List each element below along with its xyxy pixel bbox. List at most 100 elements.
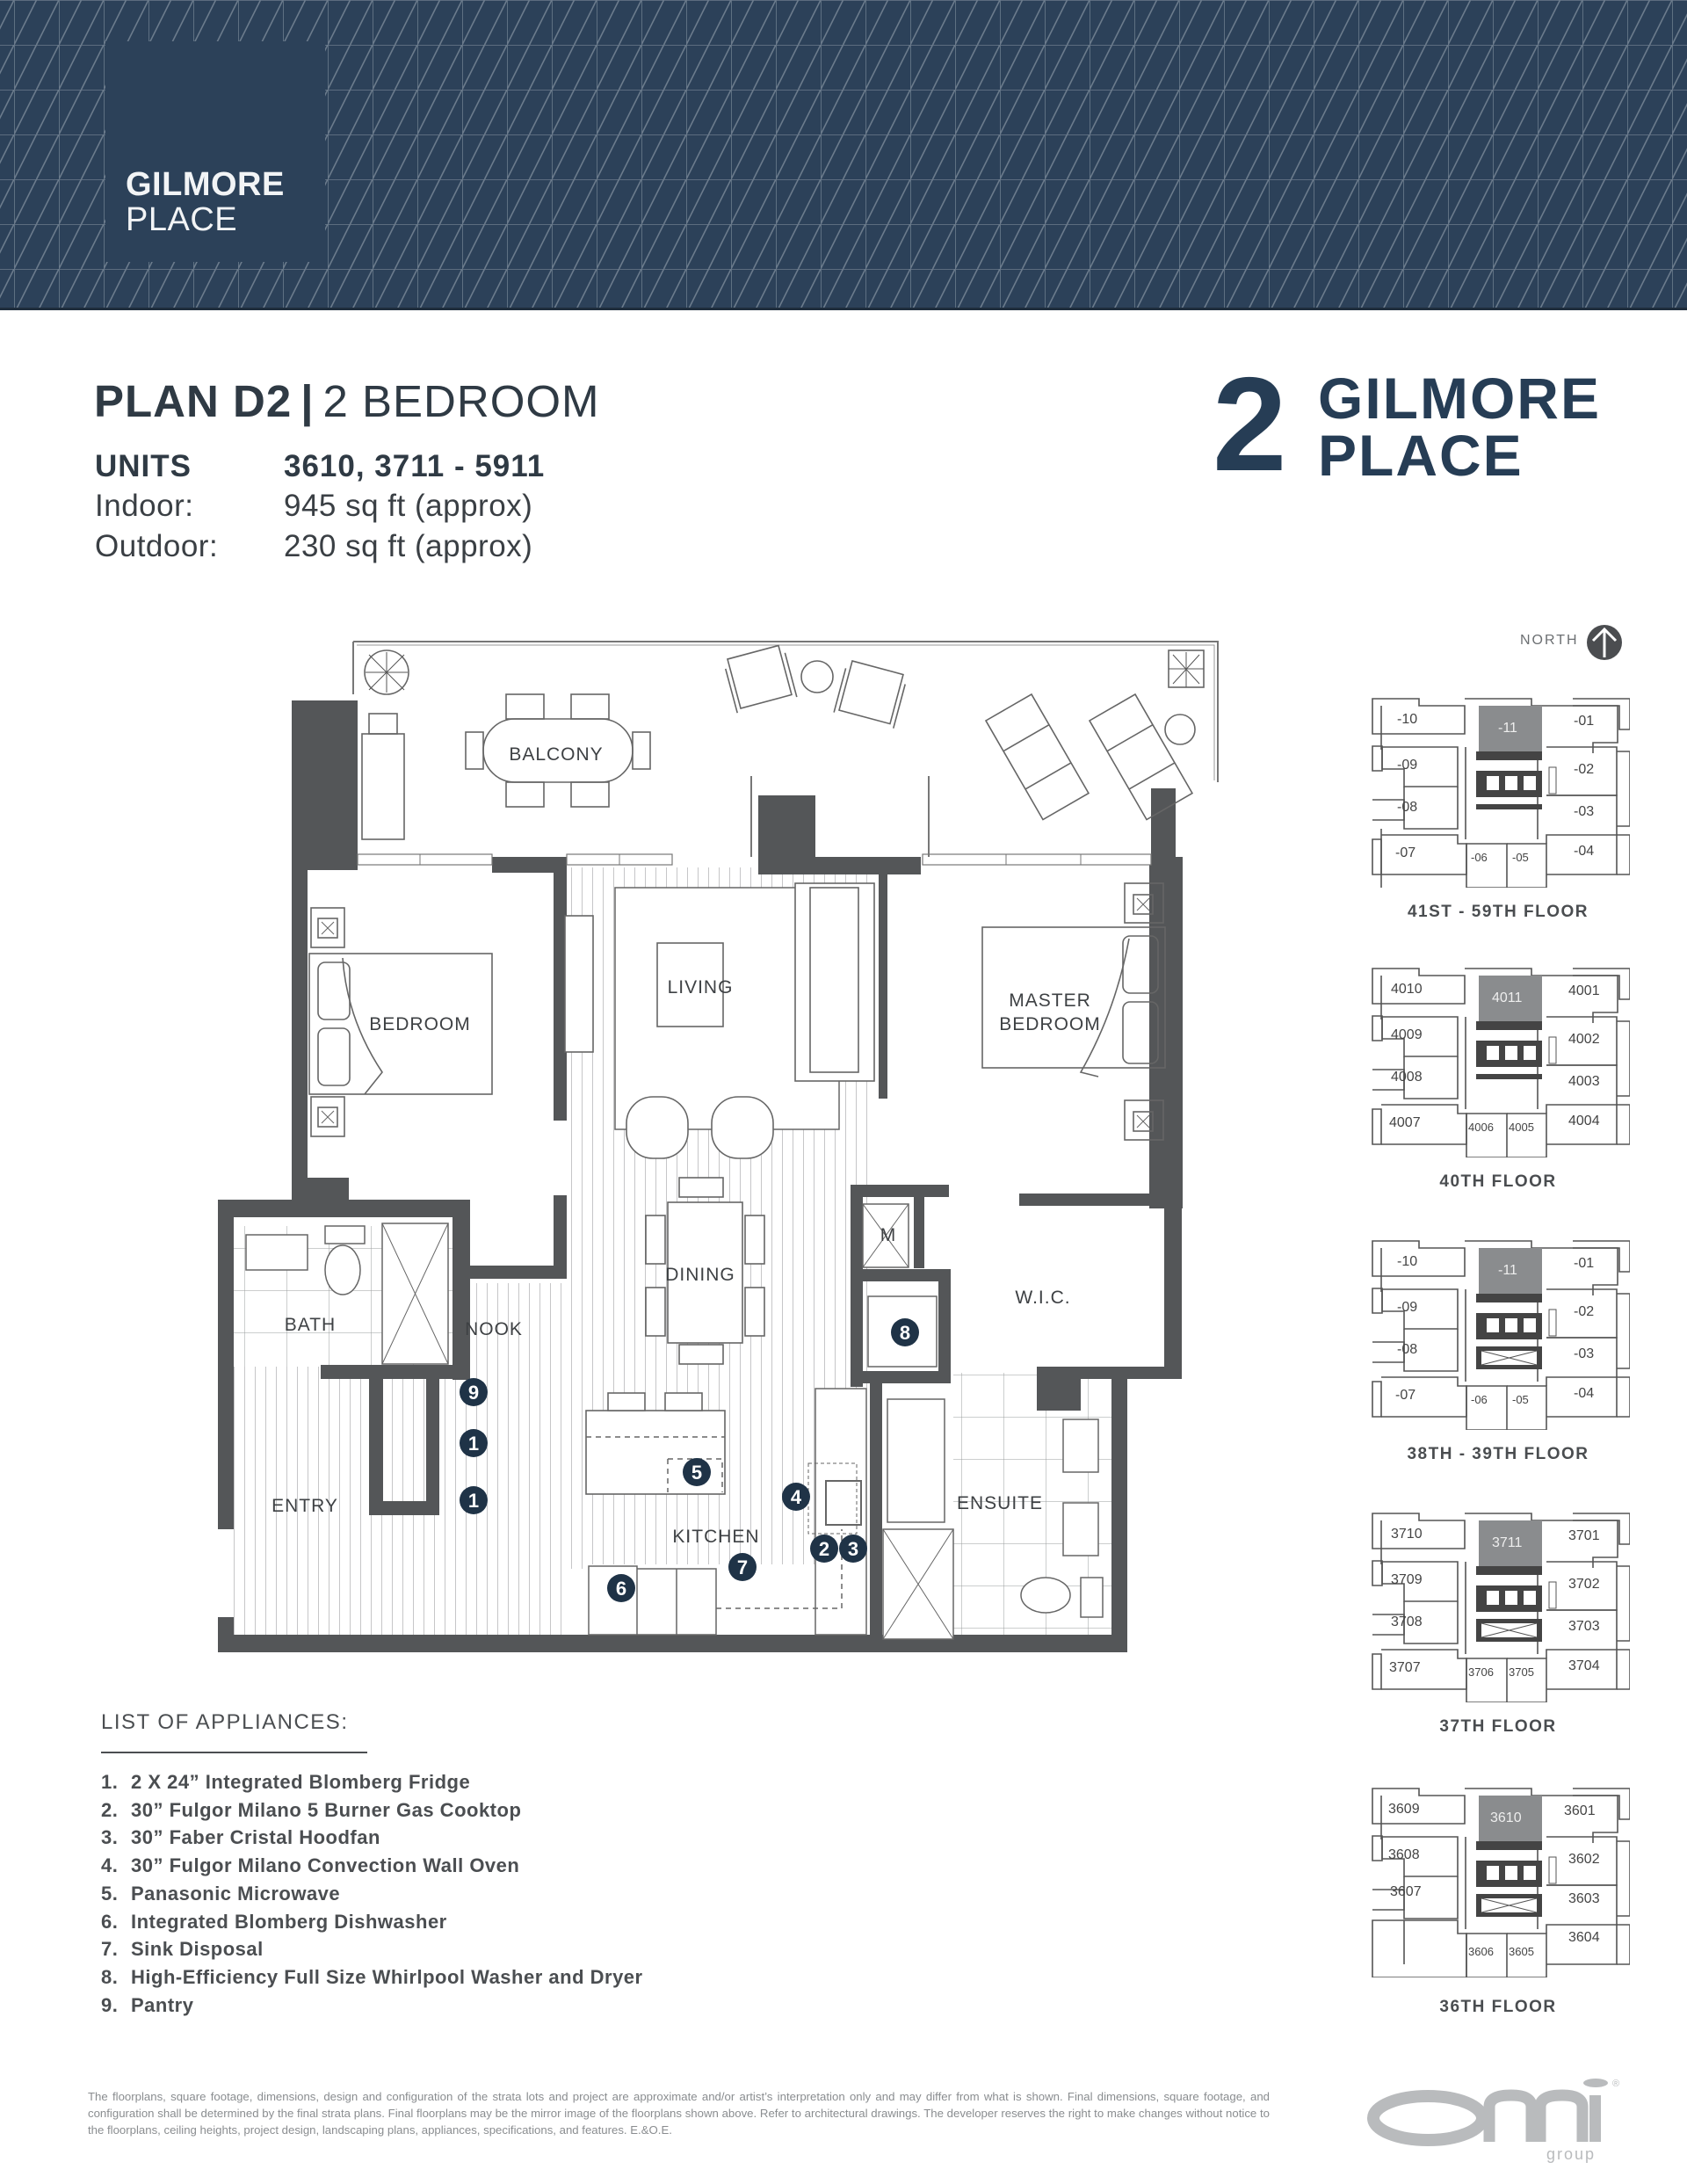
appliance-item: 3.30” Faber Cristal Hoodfan	[101, 1826, 380, 1849]
keyplate-diagram: 3609 3610 3601 3608 3602 3607 3603 3606 …	[1372, 1788, 1630, 1977]
appliance-item: 9.Pantry	[101, 1993, 194, 2016]
appliance-badge-6: 6	[607, 1574, 635, 1602]
keyplate-diagram: 3710 3711 3701 3709 3702 3708 3703 3707 …	[1372, 1513, 1630, 1702]
header-banner: GILMORE PLACE	[0, 0, 1687, 309]
project-logo-line2: PLACE	[1318, 423, 1524, 488]
appliance-badge-9: 9	[460, 1378, 488, 1406]
unit-label: 4006	[1468, 1121, 1494, 1134]
unit-label: 3707	[1389, 1660, 1421, 1675]
key-plate-38-39: -10 -11 -01 -09 -02 -08 -03 -07 -06 -05 …	[1366, 1232, 1630, 1463]
unit-label: 3606	[1468, 1945, 1494, 1958]
unit-label: -06	[1471, 1393, 1488, 1406]
svg-text:4: 4	[791, 1486, 802, 1508]
unit-label: 3602	[1568, 1852, 1600, 1867]
key-plate-36: 3609 3610 3601 3608 3602 3607 3603 3606 …	[1366, 1780, 1630, 2016]
unit-label-highlighted: -11	[1498, 1263, 1517, 1278]
unit-label: 3607	[1390, 1884, 1422, 1899]
unit-label: -07	[1395, 845, 1415, 860]
unit-label: 4009	[1391, 1027, 1423, 1042]
key-plate-40: 4010 4011 4001 4009 4002 4008 4003 4007 …	[1366, 960, 1630, 1191]
unit-label: 3709	[1391, 1572, 1423, 1587]
svg-text:8: 8	[900, 1322, 910, 1344]
registered-mark: ®	[1612, 2079, 1619, 2089]
indoor-area-row: Indoor:945 sq ft (approx)	[95, 487, 532, 526]
appliances-list: 1.2 X 24” Integrated Blomberg Fridge 2.3…	[101, 1768, 643, 2019]
room-label-master-line2: BEDROOM	[999, 1014, 1101, 1034]
room-label-wic: W.I.C.	[1015, 1288, 1070, 1308]
keyplate-diagram: 4010 4011 4001 4009 4002 4008 4003 4007 …	[1372, 968, 1630, 1157]
plan-title: PLAN D2|2 BEDROOM	[94, 375, 600, 428]
legal-disclaimer: The floorplans, square footage, dimensio…	[88, 2090, 1270, 2137]
svg-text:1: 1	[468, 1490, 479, 1512]
key-plate-37: 3710 3711 3701 3709 3702 3708 3703 3707 …	[1366, 1505, 1630, 1736]
appliance-item: 2.30” Fulgor Milano 5 Burner Gas Cooktop	[101, 1798, 522, 1821]
unit-label: 3605	[1509, 1945, 1534, 1958]
plan-type: 2 BEDROOM	[322, 376, 600, 426]
unit-label: -02	[1574, 1304, 1594, 1319]
unit-label-highlighted: 4011	[1492, 990, 1523, 1005]
room-label-ensuite: ENSUITE	[957, 1493, 1043, 1513]
appliances-heading: LIST OF APPLIANCES:	[101, 1710, 349, 1734]
unit-label: -08	[1397, 1342, 1417, 1357]
appliance-item: 6.Integrated Blomberg Dishwasher	[101, 1910, 447, 1933]
keyplate-diagram: -10 -11 -01 -09 -02 -08 -03 -07 -06 -05 …	[1372, 1240, 1630, 1430]
unit-label: -09	[1397, 1300, 1417, 1315]
appliance-badge-4: 4	[782, 1483, 810, 1511]
unit-label: 3601	[1564, 1803, 1596, 1818]
unit-label: 3706	[1468, 1665, 1494, 1679]
unit-label: 4005	[1509, 1121, 1534, 1134]
outdoor-label: Outdoor:	[95, 529, 219, 563]
room-label-bedroom: BEDROOM	[369, 1014, 471, 1034]
unit-label: -05	[1512, 851, 1529, 864]
appliance-badge-7: 7	[728, 1553, 757, 1581]
svg-text:7: 7	[737, 1556, 748, 1578]
unit-label: 4008	[1391, 1070, 1423, 1085]
appliance-badge-5: 5	[683, 1458, 711, 1486]
appliance-badge-2: 2	[810, 1535, 838, 1563]
unit-label: 4001	[1568, 983, 1600, 998]
plan-title-separator: |	[300, 376, 315, 426]
unit-label: -01	[1574, 1256, 1594, 1271]
appliance-item: 8.High-Efficiency Full Size Whirlpool Wa…	[101, 1965, 643, 1988]
unit-label: 3708	[1391, 1614, 1423, 1629]
room-label-dining: DINING	[665, 1265, 735, 1285]
key-plate-floor-label: 40TH FLOOR	[1439, 1172, 1557, 1191]
project-logo-number: 2	[1213, 350, 1287, 499]
outdoor-area-row: Outdoor:230 sq ft (approx)	[95, 527, 532, 566]
unit-label: 3609	[1388, 1802, 1420, 1817]
unit-label: -04	[1574, 844, 1594, 859]
svg-text:6: 6	[616, 1578, 626, 1600]
room-label-mechanical: M	[880, 1225, 897, 1245]
indoor-value: 945 sq ft (approx)	[284, 489, 533, 523]
key-plate-floor-label: 41ST - 59TH FLOOR	[1407, 903, 1589, 921]
unit-label: -03	[1574, 1346, 1594, 1361]
unit-label: 3703	[1568, 1619, 1600, 1634]
project-logo-line1: GILMORE	[1318, 366, 1601, 431]
unit-label: 4002	[1568, 1032, 1600, 1047]
appliance-item: 4.30” Fulgor Milano Convection Wall Oven	[101, 1854, 520, 1877]
plan-name: PLAN D2	[94, 376, 293, 426]
unit-label: -04	[1574, 1386, 1594, 1401]
brand-logo-box	[105, 41, 325, 262]
svg-text:5: 5	[691, 1462, 702, 1484]
unit-label: -09	[1397, 758, 1417, 773]
unit-label: 4010	[1391, 982, 1423, 997]
appliance-badge-1a: 1	[460, 1429, 488, 1457]
svg-text:9: 9	[468, 1382, 479, 1404]
unit-label: 3701	[1568, 1528, 1600, 1543]
appliance-badge-8: 8	[891, 1318, 919, 1346]
unit-label: -03	[1574, 804, 1594, 819]
key-plate-floor-label: 37TH FLOOR	[1439, 1717, 1557, 1736]
room-label-living: LIVING	[668, 977, 734, 998]
appliance-item: 5.Panasonic Microwave	[101, 1882, 341, 1905]
unit-label: 4007	[1389, 1115, 1421, 1130]
appliances-heading-underline	[101, 1752, 367, 1753]
floor-plan-drawing: BALCONY BEDROOM LIVING MASTER BEDROOM DI…	[218, 641, 1219, 1652]
unit-label: 3705	[1509, 1665, 1534, 1679]
unit-label: -07	[1395, 1388, 1415, 1403]
room-label-balcony: BALCONY	[509, 744, 603, 765]
unit-label: -06	[1471, 851, 1488, 864]
unit-label: 4003	[1568, 1074, 1600, 1089]
unit-label: -08	[1397, 800, 1417, 815]
